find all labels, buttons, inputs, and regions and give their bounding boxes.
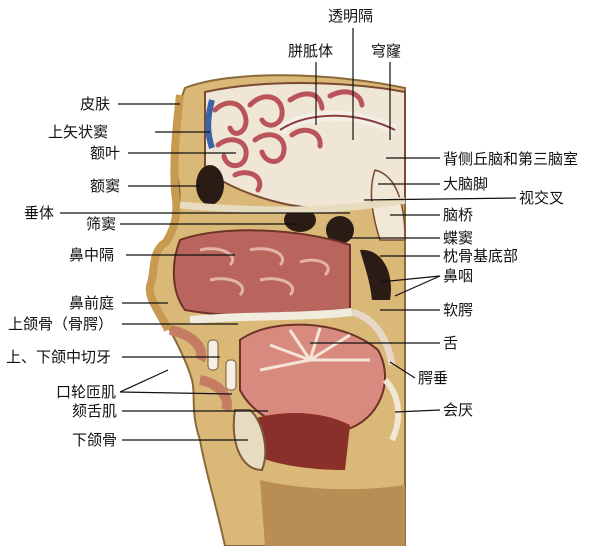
label-xiahegu: 下颌骨	[72, 431, 118, 449]
line-biyan-a	[379, 275, 441, 283]
superior-sagittal-sinus	[205, 99, 215, 149]
lower-lip	[198, 375, 232, 412]
label-edou: 额窦	[90, 177, 121, 195]
label-ruane: 软腭	[443, 301, 474, 319]
label-shijiaocha: 视交叉	[519, 189, 565, 207]
epiglottis	[382, 377, 402, 442]
label-kouluanji: 口轮匝肌	[56, 383, 117, 401]
label-pianzhiti: 胼胝体	[288, 42, 334, 60]
tongue-fibers	[259, 327, 370, 372]
label-chuiti: 垂体	[24, 204, 55, 222]
ethmoid-sinus	[284, 208, 316, 232]
nasal-conchae	[199, 247, 330, 297]
label-beice: 背侧丘脑和第三脑室	[443, 150, 579, 168]
frontal-sinus	[196, 165, 224, 205]
label-qieya: 上、下颌中切牙	[6, 348, 112, 366]
line-kouluanji-b	[119, 391, 233, 395]
label-eye: 额叶	[90, 144, 121, 162]
label-toumingge: 透明隔	[328, 7, 374, 25]
label-zhenguji: 枕骨基底部	[443, 247, 519, 265]
lower-incisor	[225, 359, 237, 391]
label-keji: 颏舌肌	[72, 402, 118, 420]
line-echui	[389, 361, 416, 379]
genioglossus	[250, 413, 350, 470]
nasal-cavity	[172, 229, 351, 317]
skin-band	[145, 94, 184, 332]
nasopharynx	[360, 249, 391, 300]
neck	[260, 480, 405, 546]
label-bizhongge: 鼻中隔	[69, 246, 115, 264]
brain-folds	[212, 89, 365, 193]
label-diedou: 蝶窦	[443, 229, 474, 247]
label-biqianting: 鼻前庭	[69, 294, 115, 312]
label-naoqiao: 脑桥	[443, 206, 474, 224]
line-huiyan	[394, 409, 441, 413]
soft-palate	[350, 308, 396, 366]
label-huiyan: 会厌	[443, 401, 474, 419]
line-biyan-b	[394, 275, 441, 297]
label-shangshizhuangdou: 上矢状窦	[48, 123, 109, 141]
line-shijiaocha	[363, 197, 517, 201]
label-shaidou: 筛窦	[86, 215, 117, 233]
label-she: 舌	[443, 334, 459, 352]
label-echui: 腭垂	[418, 369, 449, 387]
leader-lines	[60, 28, 517, 441]
hard-palate	[189, 308, 353, 324]
sphenoid-sinus	[326, 216, 354, 244]
skull-base	[179, 196, 406, 214]
label-biyan: 鼻咽	[443, 267, 474, 285]
upper-incisor	[207, 339, 219, 371]
mandible	[232, 409, 267, 472]
label-shanghegu: 上颌骨（骨腭）	[8, 315, 114, 333]
label-danaojiao: 大脑脚	[443, 175, 489, 193]
line-kouluanji-a	[119, 369, 169, 393]
label-qionglong: 穹窿	[371, 42, 402, 60]
label-pifu: 皮肤	[80, 95, 111, 113]
